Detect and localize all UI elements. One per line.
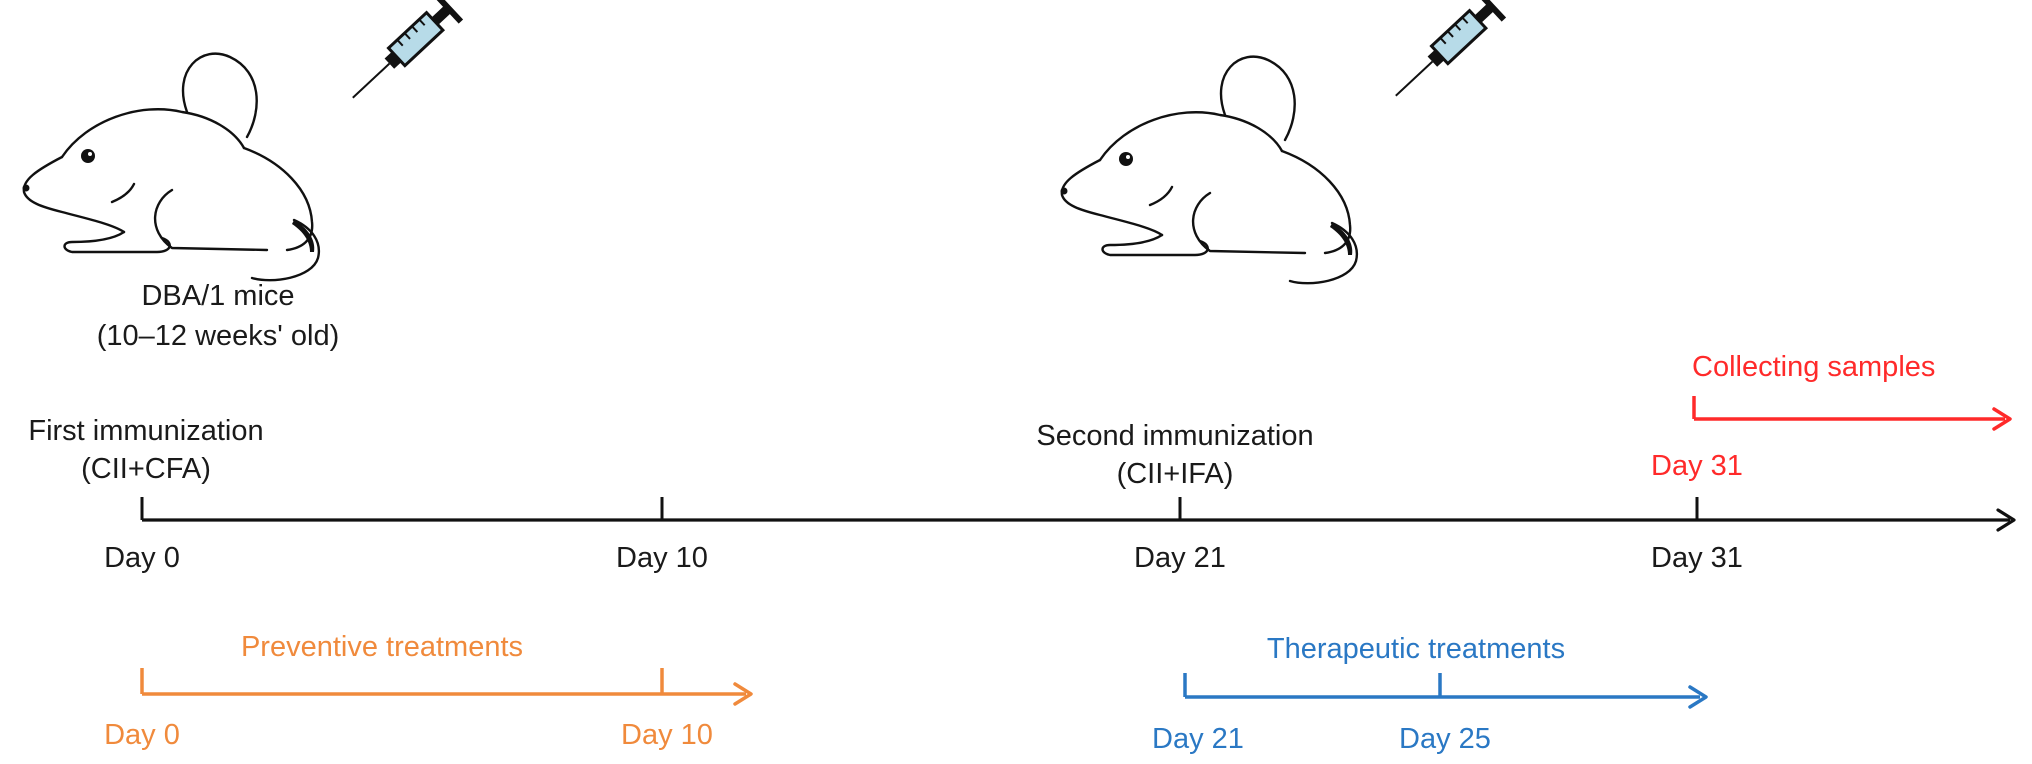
second-immunization-line1: Second immunization — [1036, 420, 1313, 452]
main-tick-label: Day 31 — [1651, 542, 1743, 574]
therapeutic-title: Therapeutic treatments — [1267, 633, 1565, 665]
mouse-icon — [21, 52, 321, 282]
preventive-end-label: Day 10 — [621, 719, 713, 751]
therapeutic-mid-label: Day 25 — [1399, 723, 1491, 755]
therapeutic-start-label: Day 21 — [1152, 723, 1244, 755]
syringe-icon — [1382, 0, 1508, 111]
mice-label-line2: (10–12 weeks' old) — [97, 320, 340, 352]
preventive-start-label: Day 0 — [104, 719, 180, 751]
first-immunization-line1: First immunization — [28, 415, 263, 447]
main-tick-label: Day 0 — [104, 542, 180, 574]
main-tick-label: Day 10 — [616, 542, 708, 574]
mice-label-line1: DBA/1 mice — [141, 280, 294, 312]
syringe-icon — [339, 0, 465, 113]
collecting-samples-title: Collecting samples — [1692, 351, 1935, 383]
therapeutic-arrow-head — [1688, 685, 1708, 709]
main-timeline-arrow-head — [1996, 508, 2016, 532]
first-immunization-line2: (CII+CFA) — [81, 453, 211, 485]
collecting-arrow-head — [1992, 407, 2012, 431]
mouse-icon — [1059, 55, 1359, 285]
preventive-title: Preventive treatments — [241, 631, 523, 663]
main-tick-label: Day 21 — [1134, 542, 1226, 574]
second-immunization-line2: (CII+IFA) — [1117, 458, 1234, 490]
collecting-day-label: Day 31 — [1651, 450, 1743, 482]
preventive-arrow-head — [733, 682, 753, 706]
